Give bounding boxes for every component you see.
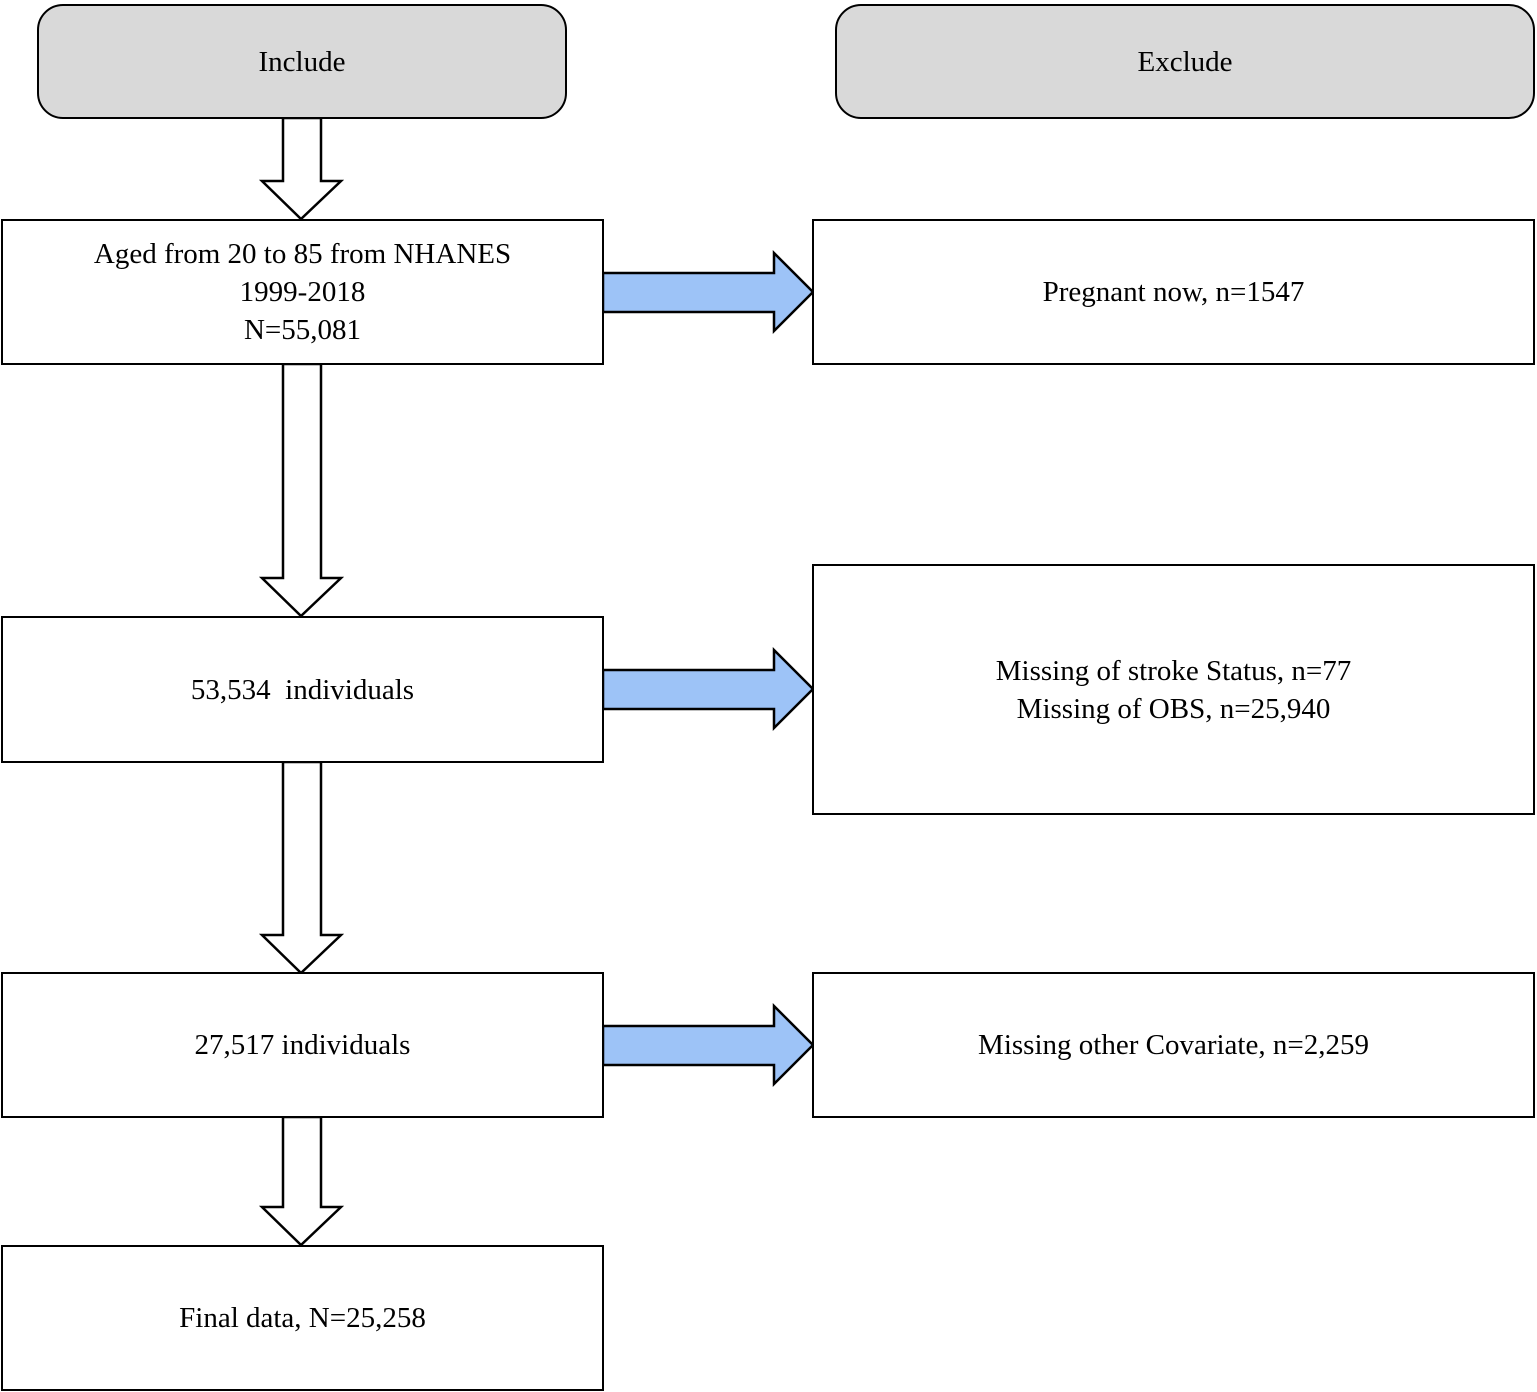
include-box-4-line-1: Final data, N=25,258 (179, 1302, 426, 1334)
include-header: Include (37, 4, 567, 119)
exclude-header-label: Exclude (1137, 45, 1233, 78)
down-arrow-3 (258, 760, 345, 975)
exclude-box-missing-covariate: Missing other Covariate, n=2,259 (812, 972, 1535, 1118)
down-arrow-1 (258, 116, 345, 221)
exclude-box-1-line-1: Pregnant now, n=1547 (1042, 276, 1305, 308)
include-box-1-line-2: 1999-2018 (239, 276, 366, 308)
exclude-box-pregnant: Pregnant now, n=1547 (812, 219, 1535, 365)
down-arrow-2 (258, 362, 345, 618)
include-box-initial-sample: Aged from 20 to 85 from NHANES 1999-2018… (1, 219, 604, 365)
down-arrow-4 (258, 1115, 345, 1247)
include-box-after-missing: 27,517 individuals (1, 972, 604, 1118)
include-box-final: Final data, N=25,258 (1, 1245, 604, 1391)
exclude-box-missing-stroke-obs: Missing of stroke Status, n=77 Missing o… (812, 564, 1535, 815)
include-header-label: Include (258, 45, 346, 78)
exclude-arrow-1 (601, 249, 815, 335)
exclude-arrow-2 (601, 646, 815, 732)
include-box-1-line-3: N=55,081 (243, 314, 362, 346)
include-box-3-line-1: 27,517 individuals (194, 1029, 411, 1061)
exclude-box-2-line-2: Missing of OBS, n=25,940 (1016, 692, 1331, 725)
include-box-1-line-1: Aged from 20 to 85 from NHANES (93, 238, 512, 270)
exclude-arrow-3 (601, 1002, 815, 1088)
include-box-after-pregnancy: 53,534 individuals (1, 616, 604, 763)
include-box-2-line-1: 53,534 individuals (190, 673, 415, 706)
exclude-box-2-line-1: Missing of stroke Status, n=77 (995, 654, 1352, 687)
exclude-box-3-line-1: Missing other Covariate, n=2,259 (978, 1029, 1369, 1061)
exclude-header: Exclude (835, 4, 1535, 119)
